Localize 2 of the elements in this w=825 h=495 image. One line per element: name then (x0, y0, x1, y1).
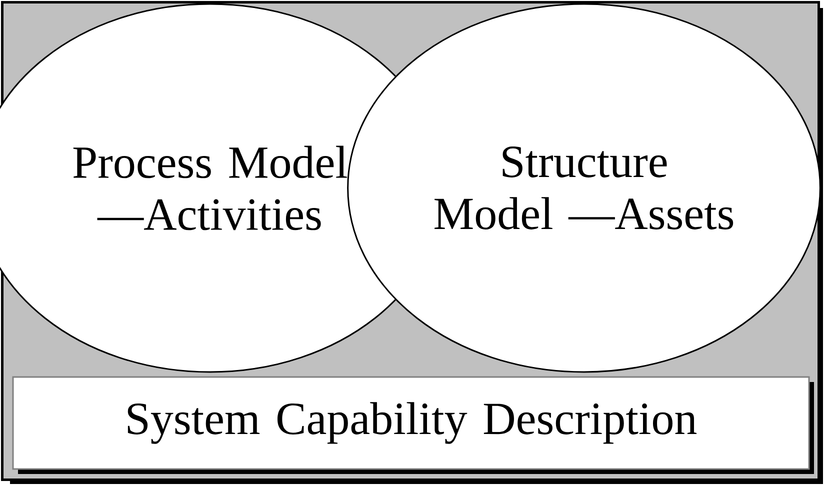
description-box: System Capability Description (12, 376, 814, 474)
node-label: Structure Model —Assets (434, 146, 734, 230)
